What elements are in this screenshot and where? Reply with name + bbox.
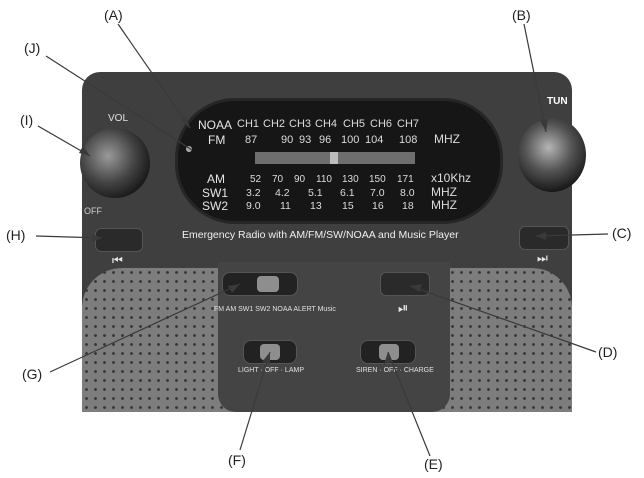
am-label: AM xyxy=(207,172,225,186)
sw1-3-2: 3.2 xyxy=(246,187,261,199)
sw2-18: 18 xyxy=(402,200,414,212)
callout-c: (C) xyxy=(612,225,632,241)
sw1-6-1: 6.1 xyxy=(340,187,355,199)
arrowhead-i xyxy=(79,146,90,156)
noaa-ch1: CH1 xyxy=(237,118,260,130)
fm-108: 108 xyxy=(399,134,418,146)
play-pause-icon: ⏯ xyxy=(398,301,409,316)
fm-93: 93 xyxy=(299,134,312,146)
tuning-knob[interactable] xyxy=(518,118,586,192)
leader-j xyxy=(45,55,193,151)
siren-switch-knob[interactable] xyxy=(379,344,399,360)
am-unit: x10Khz xyxy=(431,171,472,185)
sw2-16: 16 xyxy=(372,200,384,212)
callout-i: (I) xyxy=(20,112,34,128)
arrowhead-e xyxy=(384,352,392,364)
sw1-unit: MHZ xyxy=(431,185,457,199)
next-icon: ⏭ xyxy=(537,251,548,265)
play-pause-button[interactable] xyxy=(380,272,430,296)
callout-a: (A) xyxy=(104,7,123,23)
band-selector-switch[interactable] xyxy=(222,272,298,296)
leader-e xyxy=(387,351,431,457)
sw1-5-1: 5.1 xyxy=(308,187,323,199)
callout-h: (H) xyxy=(6,227,26,243)
callout-j: (J) xyxy=(24,40,41,56)
sw1-8-0: 8.0 xyxy=(400,187,415,199)
arrowhead-f xyxy=(262,352,270,364)
am-171: 171 xyxy=(397,174,414,185)
sw1-label: SW1 xyxy=(202,186,229,200)
am-110: 110 xyxy=(316,174,332,185)
fm-96: 96 xyxy=(319,134,332,146)
noaa-label: NOAA xyxy=(198,118,233,132)
tun-label: TUN xyxy=(547,96,568,107)
leader-c xyxy=(535,233,609,237)
fm-100: 100 xyxy=(341,134,360,146)
noaa-ch3: CH3 xyxy=(289,118,312,130)
callout-d: (D) xyxy=(598,344,618,360)
previous-icon: ⏮ xyxy=(112,253,123,267)
callout-e: (E) xyxy=(424,456,443,472)
am-130: 130 xyxy=(342,174,359,185)
sw2-9-0: 9.0 xyxy=(246,200,261,212)
indicator-light xyxy=(186,146,192,152)
fm-87: 87 xyxy=(245,134,258,146)
radio-title: Emergency Radio with AM/FM/SW/NOAA and M… xyxy=(182,229,459,241)
tuning-needle xyxy=(330,152,338,164)
sw2-15: 15 xyxy=(342,200,354,212)
sw1-7-0: 7.0 xyxy=(370,187,385,199)
arrowhead-b xyxy=(540,119,548,132)
light-switch-labels: LIGHT · OFF · LAMP xyxy=(238,367,304,374)
off-label: OFF xyxy=(84,206,102,216)
callout-g: (G) xyxy=(22,366,43,382)
arrowhead-c xyxy=(536,232,546,240)
sw2-11: 11 xyxy=(280,200,291,212)
sw1-4-2: 4.2 xyxy=(275,187,290,199)
sw2-13: 13 xyxy=(310,200,322,212)
am-90: 90 xyxy=(294,174,306,185)
noaa-ch2: CH2 xyxy=(263,118,286,130)
band-selector-labels: FM AM SW1 SW2 NOAA ALERT Music xyxy=(214,306,336,313)
band-selector-knob[interactable] xyxy=(257,276,279,292)
noaa-ch7: CH7 xyxy=(397,118,420,130)
callout-f: (F) xyxy=(228,452,246,468)
fm-90: 90 xyxy=(281,134,294,146)
leader-d xyxy=(409,285,597,353)
am-70: 70 xyxy=(272,174,284,185)
arrowhead-a xyxy=(180,116,190,128)
fm-104: 104 xyxy=(365,134,384,146)
leader-h xyxy=(35,235,103,239)
vol-label: VOL xyxy=(108,113,129,124)
arrowhead-h xyxy=(92,234,102,242)
leader-g xyxy=(49,283,241,373)
am-150: 150 xyxy=(369,174,386,185)
volume-knob[interactable] xyxy=(80,128,150,198)
sw2-unit: MHZ xyxy=(431,198,457,212)
noaa-ch5: CH5 xyxy=(343,118,366,130)
sw2-label: SW2 xyxy=(202,199,229,213)
leader-f xyxy=(239,351,271,451)
arrowhead-g xyxy=(228,284,240,293)
callout-b: (B) xyxy=(512,7,531,23)
fm-unit: MHZ xyxy=(434,132,460,146)
leader-b xyxy=(523,23,547,133)
noaa-ch6: CH6 xyxy=(370,118,393,130)
leader-a xyxy=(117,23,191,129)
noaa-ch4: CH4 xyxy=(315,118,338,130)
fm-label: FM xyxy=(208,133,226,147)
am-52: 52 xyxy=(250,174,262,185)
arrowhead-d xyxy=(410,284,422,292)
previous-track-button[interactable] xyxy=(95,228,143,252)
